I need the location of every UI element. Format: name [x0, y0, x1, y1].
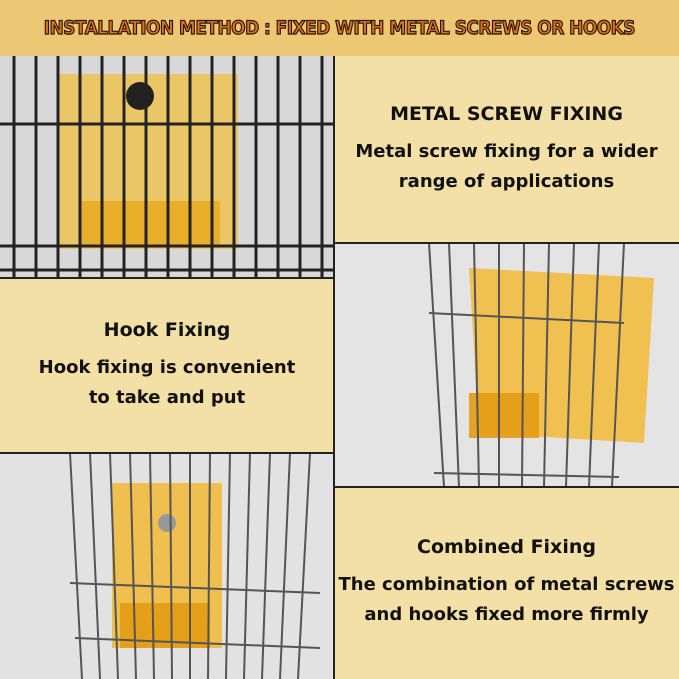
cage-feeder-image	[428, 243, 654, 487]
photo-hook-fixing	[334, 243, 679, 487]
divider	[0, 452, 334, 454]
section-heading: Combined Fixing	[417, 536, 596, 558]
section-combined: Combined Fixing The combination of metal…	[334, 487, 679, 679]
page-title: INSTALLATION METHOD : FIXED WITH METAL S…	[43, 17, 636, 39]
section-text: and hooks fixed more firmly	[364, 604, 649, 625]
photo-screw-fixing	[0, 56, 334, 278]
header-banner: INSTALLATION METHOD : FIXED WITH METAL S…	[0, 0, 679, 56]
divider	[334, 486, 679, 488]
section-hook: Hook Fixing Hook fixing is convenient to…	[0, 278, 334, 453]
cage-feeder-image	[69, 453, 321, 679]
section-text: range of applications	[398, 170, 615, 192]
divider	[0, 277, 334, 279]
section-heading: METAL SCREW FIXING	[390, 102, 623, 125]
section-heading: Hook Fixing	[103, 318, 231, 341]
divider	[334, 242, 679, 244]
photo-combined-fixing	[0, 453, 334, 679]
section-text: The combination of metal screws	[338, 574, 675, 595]
section-text: Metal screw fixing for a wider	[355, 140, 658, 162]
divider	[333, 56, 335, 679]
section-text: Hook fixing is convenient	[38, 356, 296, 378]
cage-feeder-image	[0, 56, 334, 278]
section-text: to take and put	[88, 386, 246, 408]
section-metal-screw: METAL SCREW FIXING Metal screw fixing fo…	[334, 56, 679, 243]
